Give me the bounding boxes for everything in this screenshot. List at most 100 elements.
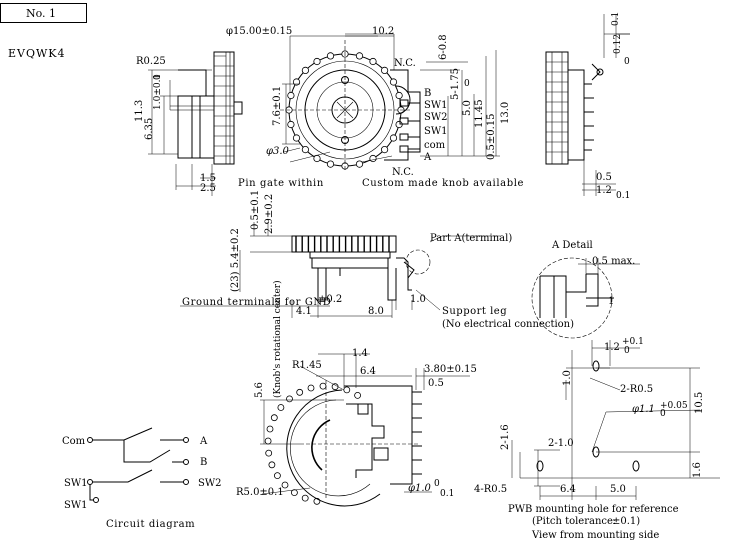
knob-bump	[301, 494, 309, 502]
middle-dim-02: ±0.2	[318, 294, 342, 305]
pwb-phi11: φ1.1	[632, 404, 655, 415]
front-dim-130: 13.0	[500, 102, 511, 124]
terminal-sw1: SW1	[424, 100, 448, 111]
right-dim-01b: 0.1	[616, 191, 630, 201]
circuit-com: Com	[62, 436, 86, 447]
terminal-b: B	[424, 88, 431, 99]
front-dim-50: 5.0	[462, 100, 473, 116]
pwb-p0b: 0	[660, 409, 666, 419]
bottom-d38: 3.80±0.15	[424, 364, 477, 375]
bottom-r5: R5.0±0.1	[236, 487, 284, 498]
knob-bump	[264, 437, 272, 445]
circuit-diagram: Com A B SW1 SW2 SW1 Circuit diagram	[62, 427, 222, 530]
terminal-nc-bottom: N.C.	[392, 167, 414, 178]
front-pin-dia: φ3.0	[266, 146, 290, 157]
knob-bump	[281, 481, 289, 489]
left-dim-113: 11.3	[134, 100, 145, 122]
bottom-d64: 6.4	[360, 366, 376, 377]
pwb-d12: 1.2	[604, 342, 620, 353]
body-right	[567, 69, 585, 161]
left-dim-635: 6.35	[144, 118, 155, 140]
pwb-hole-top	[592, 360, 600, 372]
pwb-d16: 1.6	[692, 462, 703, 478]
pwb-d50: 5.0	[610, 484, 626, 495]
knob-bump	[296, 388, 304, 396]
knob-bump	[266, 425, 274, 433]
wheel-teeth	[295, 236, 390, 252]
note-part-a: Part A(terminal)	[430, 233, 512, 244]
pwb-mounting: 1.2 +0.1 0 1.0 2-R0.5 φ1.1 +0.05 0 10.5 …	[474, 337, 720, 541]
bottom-d0: 0	[434, 479, 440, 489]
pwb-p0: 0	[624, 346, 630, 356]
middle-dim-54: (23) 5.4±0.2	[230, 228, 241, 292]
middle-dim-41: 4.1	[296, 306, 312, 317]
knob-bump	[287, 91, 295, 100]
knob-wheel-side	[213, 51, 235, 165]
knob-bump	[389, 134, 398, 142]
knob-bump	[273, 472, 281, 480]
front-dim-05: 0.5±0.15	[486, 113, 497, 160]
middle-dim-05: 0.5±0.1	[250, 190, 261, 230]
knob-bump	[326, 160, 335, 168]
knob-bump	[265, 449, 273, 457]
pwb-hole-right	[632, 460, 640, 472]
knob-bump	[326, 52, 335, 60]
knob-bump	[331, 383, 339, 391]
knob-bump	[354, 391, 362, 399]
knob-bump	[319, 382, 327, 390]
knob-wheel-right	[545, 51, 569, 165]
bottom-knob-axis: (Knob's rotational center)	[272, 280, 283, 398]
note-detail: A Detail	[551, 240, 593, 251]
pwb-d216: 2-1.6	[500, 424, 511, 450]
note-max: 0.5 max.	[592, 256, 635, 267]
left-dim-25: 2.5	[200, 183, 216, 194]
right-side-view: 0.1 0.12 0 0.5 1.2 0.1	[545, 12, 630, 201]
note-pin-gate: Pin gate within	[238, 178, 324, 189]
knob-bump	[369, 154, 377, 163]
bottom-d56: 5.6	[254, 382, 265, 398]
middle-dim-80: 8.0	[368, 306, 384, 317]
right-dim-012: 0.12	[613, 34, 623, 54]
pwb-tolerance: (Pitch tolerance:	[532, 516, 616, 527]
pwb-p01: +0.1	[622, 337, 644, 347]
knob-bump	[355, 52, 364, 60]
terminal-sw2: SW2	[424, 112, 448, 123]
right-dim-05: 0.5	[596, 172, 612, 183]
front-knob-diameter: φ15.00±0.15	[226, 26, 292, 37]
note-no-connection: (No electrical connection)	[442, 319, 574, 330]
knob-bump	[313, 154, 321, 163]
terminal-sw1b: SW1	[424, 126, 448, 137]
pwb-tolerance-value: ±0.1)	[612, 516, 640, 527]
knob-bump	[307, 384, 315, 392]
body-side	[177, 95, 215, 159]
bottom-view: R1.45 1.4 6.4 3.80±0.15 0.5 5.6 (Knob's …	[236, 280, 477, 507]
middle-dim-29: 2.9±0.2	[264, 194, 275, 234]
right-dim-0: 0	[624, 57, 630, 67]
circuit-sw1-bottom: SW1	[64, 500, 88, 511]
doc-number: No. 1	[26, 7, 56, 20]
left-dim-zero: 0	[153, 74, 163, 80]
front-view: φ15.00±0.15 10.2 7.6±0.1 φ3.0 6-0.8 5-1.…	[226, 26, 523, 189]
bottom-d14: 1.4	[352, 348, 368, 359]
right-dim-12: 1.2	[596, 185, 612, 196]
part-a-circle	[405, 249, 431, 275]
middle-view: 0.5±0.1 2.9±0.2 (23) 5.4±0.2 4.1 8.0 1.0…	[180, 190, 640, 339]
circuit-b: B	[200, 457, 207, 468]
pwb-hole-mid	[592, 446, 600, 458]
knob-bump	[355, 160, 364, 168]
knob-bump	[290, 489, 298, 497]
model-number: EVQWK4	[8, 47, 66, 60]
note-support-leg: Support leg	[442, 306, 507, 317]
terminal-com: com	[424, 140, 446, 151]
pwb-d64: 6.4	[560, 484, 576, 495]
front-height-76: 7.6±0.1	[272, 86, 283, 126]
middle-body	[311, 257, 389, 269]
knob-bump	[380, 146, 389, 154]
knob-bump	[270, 414, 278, 422]
doc-number-box	[0, 3, 87, 23]
note-ground: Ground terminals for GND	[182, 297, 331, 308]
left-dim-15: 1.5	[200, 173, 216, 184]
pwb-d210: 2-1.0	[548, 438, 574, 449]
terminal-nc-top: N.C.	[394, 58, 416, 69]
